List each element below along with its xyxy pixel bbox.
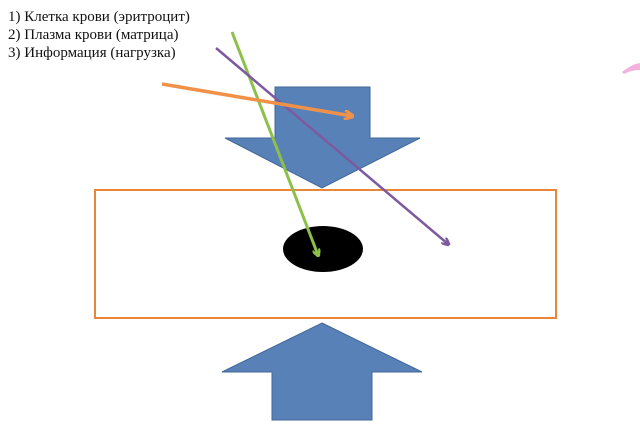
legend-item-plasma: 2) Плазма крови (матрица) <box>8 27 179 43</box>
blood-cell-ellipse <box>283 226 363 272</box>
legend-list: 1) Клетка крови (эритроцит) 2) Плазма кр… <box>8 8 190 62</box>
green-arrow-line <box>230 31 318 255</box>
tissue-frame <box>94 189 557 319</box>
bottom-block-arrow <box>221 322 423 421</box>
legend-item-information: 3) Информация (нагрузка) <box>8 45 176 61</box>
pink-mark <box>622 63 640 74</box>
legend-item-cell: 1) Клетка крови (эритроцит) <box>8 9 190 25</box>
orange-arrow-line <box>161 82 352 116</box>
purple-arrow-line <box>215 47 448 244</box>
